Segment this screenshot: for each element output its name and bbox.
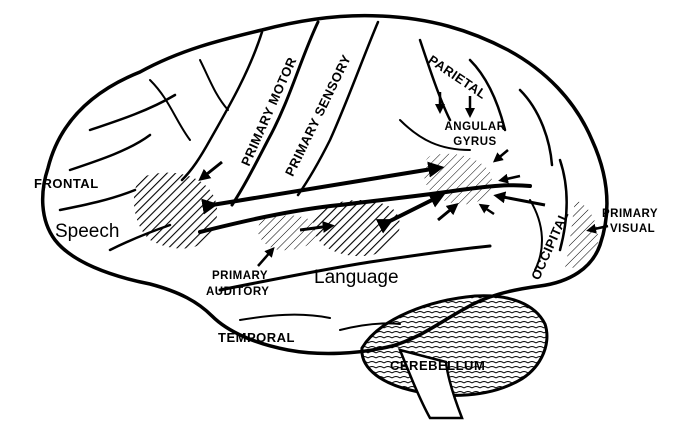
primary-auditory-area bbox=[257, 215, 321, 251]
speech-area bbox=[133, 172, 218, 249]
primary-visual-label-line2: VISUAL bbox=[610, 223, 656, 235]
primary-auditory-label-line2: AUDITORY bbox=[206, 286, 270, 298]
motor-speech-arrow bbox=[198, 160, 223, 181]
cerebellum-label: CEREBELLUM bbox=[390, 358, 486, 373]
primary-auditory-pointer bbox=[257, 246, 275, 267]
primary-visual-pointer bbox=[586, 223, 609, 234]
arcuate-arrow bbox=[201, 161, 445, 215]
auditory-language-arrow bbox=[299, 221, 335, 233]
speech-label: Speech bbox=[55, 221, 120, 242]
angular-gyrus-label-line1: ANGULAR bbox=[444, 121, 506, 133]
brainstem-shape bbox=[397, 348, 464, 420]
language-label: Language bbox=[314, 267, 399, 288]
frontal-label: FRONTAL bbox=[34, 176, 99, 191]
temporal-label: TEMPORAL bbox=[218, 330, 295, 345]
primary-visual-area bbox=[565, 200, 599, 269]
angular-gyrus-label-line2: GYRUS bbox=[453, 136, 497, 148]
language-angular-arrow bbox=[375, 193, 446, 234]
visual-angular-arrow bbox=[493, 191, 546, 207]
angular-parietal-arrow bbox=[437, 202, 459, 222]
primary-auditory-label-line1: PRIMARY bbox=[212, 270, 269, 282]
primary-visual-label-line1: PRIMARY bbox=[602, 208, 659, 220]
parietal-input-arrows bbox=[435, 92, 521, 216]
